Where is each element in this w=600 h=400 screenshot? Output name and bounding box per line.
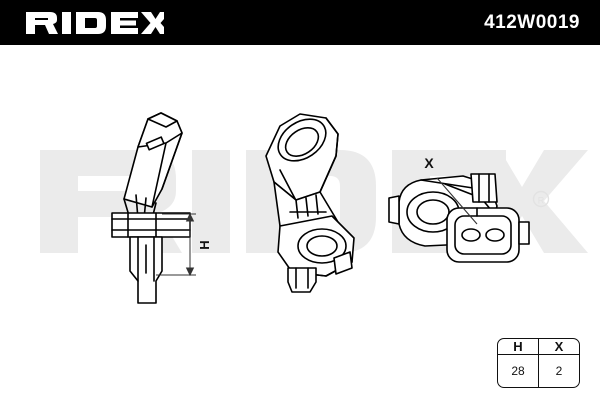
part-number: 412W0019 bbox=[484, 12, 580, 33]
callout-label-x: X bbox=[424, 155, 434, 171]
ridex-wordmark-logo bbox=[24, 9, 176, 37]
specifications-table: H X 28 2 bbox=[497, 338, 580, 388]
table-header-h: H bbox=[498, 339, 539, 355]
table-cell-h-value: 28 bbox=[498, 354, 539, 387]
table-cell-x-value: 2 bbox=[555, 364, 563, 378]
table-row: 28 2 bbox=[498, 354, 579, 387]
table-header-row: H X bbox=[498, 339, 579, 355]
abs-wheel-speed-sensor-connector-view: X X bbox=[385, 140, 565, 290]
table-header-x: X bbox=[538, 339, 579, 355]
abs-wheel-speed-sensor-isometric-view bbox=[240, 100, 400, 300]
header-bar: 412W0019 bbox=[0, 0, 600, 45]
dimension-label-h: H bbox=[197, 240, 212, 249]
abs-wheel-speed-sensor-side-view: H H bbox=[78, 95, 248, 305]
